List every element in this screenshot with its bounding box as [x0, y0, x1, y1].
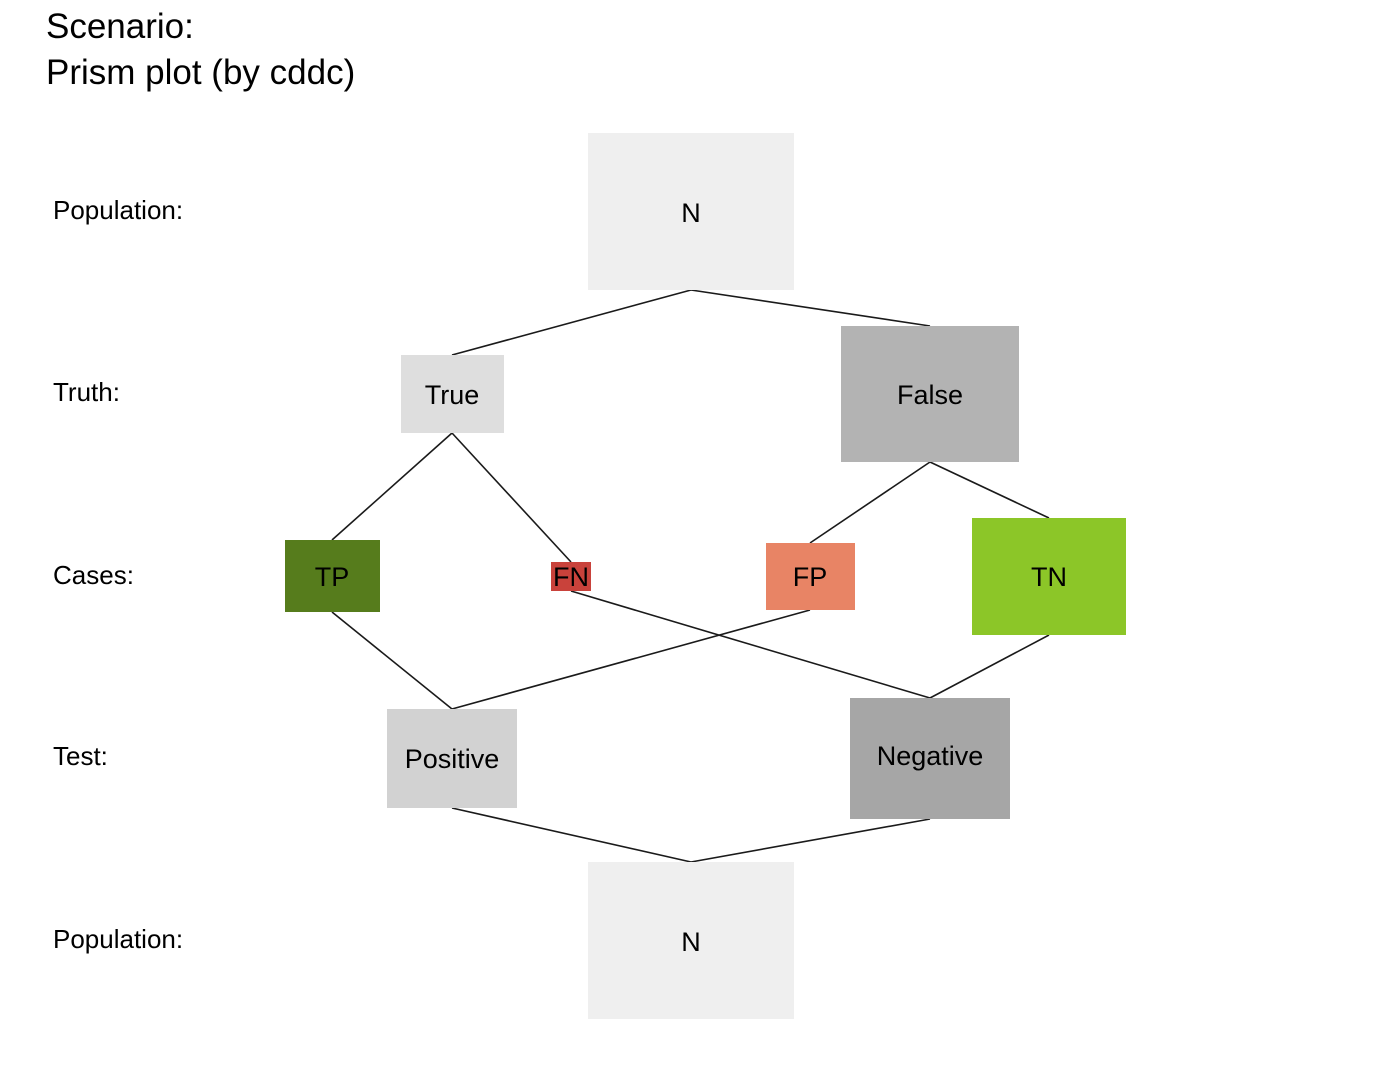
node-positive: Positive: [387, 709, 517, 808]
row-label-population-top: Population:: [53, 195, 184, 225]
edge-n-to-true: [451, 289, 692, 356]
edge-fn-to-negative: [570, 590, 931, 699]
title-line-1: Scenario:: [46, 7, 194, 46]
edge-tn-to-negative: [929, 634, 1050, 699]
node-n-top-box: [588, 133, 794, 290]
row-label-cases: Cases:: [53, 560, 134, 590]
node-fp-box: [766, 543, 855, 610]
node-positive-box: [387, 709, 517, 808]
edge-positive-to-n: [451, 807, 692, 863]
node-fp-label: FP: [793, 562, 828, 592]
node-tn: TN: [972, 518, 1126, 635]
node-false-label: False: [897, 380, 963, 410]
node-false: False: [841, 326, 1019, 462]
node-true: True: [401, 355, 504, 433]
edge-false-to-tn: [929, 461, 1050, 519]
node-tn-box: [972, 518, 1126, 635]
node-tp-box: [285, 540, 380, 612]
node-n-bottom: N: [588, 862, 794, 1019]
node-fn-box: [551, 562, 591, 591]
node-negative-box: [850, 698, 1010, 819]
node-tp: TP: [285, 540, 380, 612]
edge-n-to-false: [690, 289, 931, 327]
edge-fp-to-positive: [451, 609, 811, 710]
node-n-top: N: [588, 133, 794, 290]
edge-tp-to-positive: [331, 611, 453, 710]
node-positive-label: Positive: [405, 744, 500, 774]
node-true-label: True: [425, 380, 480, 410]
diagram-title: Scenario: Prism plot (by cddc): [46, 4, 355, 96]
row-label-truth: Truth:: [53, 377, 120, 407]
row-label-population-bottom: Population:: [53, 924, 184, 954]
node-tp-label: TP: [315, 562, 350, 592]
node-n-top-label: N: [681, 198, 701, 228]
edge-true-to-tp: [331, 432, 453, 541]
node-tn-label: TN: [1031, 562, 1067, 592]
node-true-box: [401, 355, 504, 433]
node-fp: FP: [766, 543, 855, 610]
edge-true-to-fn: [451, 432, 572, 563]
node-n-bottom-label: N: [681, 927, 701, 957]
edge-negative-to-n: [690, 818, 931, 863]
edge-false-to-fp: [809, 461, 931, 544]
nodes: N True False TP FN FP TN: [285, 133, 1126, 1019]
row-label-test: Test:: [53, 741, 108, 771]
title-line-2: Prism plot (by cddc): [46, 53, 356, 92]
node-fn-label: FN: [553, 562, 589, 592]
node-fn: FN: [551, 562, 591, 592]
node-false-box: [841, 326, 1019, 462]
node-negative-label: Negative: [877, 741, 984, 771]
edges: [331, 289, 1050, 863]
node-n-bottom-box: [588, 862, 794, 1019]
node-negative: Negative: [850, 698, 1010, 819]
